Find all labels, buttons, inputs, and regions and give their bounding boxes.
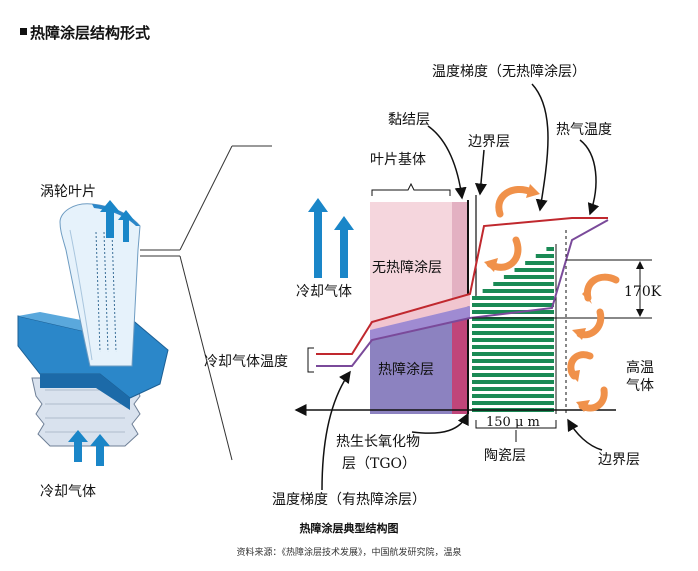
label-blade-substrate: 叶片基体 xyxy=(370,151,426,168)
temp-line-no-tbc xyxy=(316,217,608,355)
leader-gradient-no-tbc xyxy=(531,83,549,212)
label-cooling-gas-left: 冷却气体 xyxy=(296,284,352,300)
swirl-head-3 xyxy=(582,290,592,304)
swirl-head-5 xyxy=(568,370,580,382)
cooling-up-arrow-1 xyxy=(308,198,328,278)
ceramic-stripe xyxy=(472,387,554,391)
ceramic-stripe xyxy=(525,261,554,265)
label-cooling-gas-bottom: 冷却气体 xyxy=(40,484,96,500)
label-boundary-layer-bottom: 边界层 xyxy=(598,452,640,468)
leader-hot-gas-temp xyxy=(579,139,600,216)
label-boundary-layer-top: 边界层 xyxy=(468,134,510,150)
figure-caption: 热障涂层典型结构图 xyxy=(299,522,399,535)
turbine-blade-illustration xyxy=(17,200,169,466)
ceramic-stripe xyxy=(472,380,554,384)
bond-coat-lower xyxy=(452,318,468,414)
ceramic-stripe xyxy=(482,289,554,293)
label-no-tbc: 无热障涂层 xyxy=(372,260,442,276)
ceramic-stripe xyxy=(472,394,554,398)
section-heading: 热障涂层结构形式 xyxy=(20,22,150,43)
label-tgo-2: 层（TGO） xyxy=(342,456,416,472)
label-gradient-with-tbc: 温度梯度（有热障涂层） xyxy=(272,492,426,508)
ceramic-stripe xyxy=(503,275,554,279)
substrate-bracket xyxy=(371,182,451,196)
label-delta-t: 170K xyxy=(624,284,662,300)
ceramic-stripe xyxy=(472,303,554,307)
ceramic-layer xyxy=(470,244,556,414)
temp-line-with-tbc xyxy=(316,219,609,367)
label-gradient-no-tbc: 温度梯度（无热障涂层） xyxy=(432,64,586,80)
label-bond-coat: 黏结层 xyxy=(388,112,430,128)
label-thickness: 150 μ m xyxy=(486,415,540,430)
figure-source: 资料来源：《热障涂层技术发展》，中国航发研究院，温泉 xyxy=(236,548,462,558)
ceramic-stripe xyxy=(472,359,554,363)
swirl-3 xyxy=(583,273,620,302)
label-hot-gas-temperature: 热气温度 xyxy=(556,122,612,138)
ceramic-stripe xyxy=(472,331,554,335)
leader-boundary-top xyxy=(474,149,487,196)
ceramic-stripe xyxy=(472,324,554,328)
label-tgo-1: 热生长氧化物 xyxy=(336,434,420,450)
swirl-head-1 xyxy=(526,184,540,198)
ceramic-stripe xyxy=(493,282,554,286)
ceramic-stripe xyxy=(472,373,554,377)
section-heading-text: 热障涂层结构形式 xyxy=(30,24,151,42)
ceramic-stripe xyxy=(472,345,554,349)
label-cooling-gas-temperature: 冷却气体温度 xyxy=(204,354,288,370)
thickness-bracket xyxy=(475,420,557,429)
ceramic-stripe xyxy=(546,247,554,251)
swirl-head-2 xyxy=(484,258,498,272)
ceramic-stripe xyxy=(535,254,554,258)
ceramic-stripe xyxy=(514,268,554,272)
substrate-tbc-region xyxy=(370,322,452,414)
label-ceramic-layer: 陶瓷层 xyxy=(484,448,526,464)
label-high-temp-gas-2: 气体 xyxy=(626,378,654,394)
gradient-wedge-top xyxy=(370,294,470,330)
swirl-head-6 xyxy=(576,400,590,412)
leader-tgo xyxy=(411,412,469,434)
leader-boundary-bottom xyxy=(567,418,603,451)
zoom-connector xyxy=(140,145,272,461)
bullet-square-icon xyxy=(20,28,27,35)
gradient-wedge-bottom xyxy=(370,306,470,340)
ceramic-stripe xyxy=(472,401,554,405)
leader-bond-coat xyxy=(427,125,467,200)
ceramic-stripe xyxy=(472,317,554,321)
label-high-temp-gas-1: 高温 xyxy=(626,359,654,376)
swirl-1 xyxy=(495,186,536,218)
cooling-temp-bracket xyxy=(307,347,314,373)
ceramic-stripe xyxy=(472,338,554,342)
leader-gradient-with-tbc xyxy=(321,370,351,491)
label-turbine-blade: 涡轮叶片 xyxy=(40,184,96,200)
ceramic-stripe xyxy=(472,296,554,300)
cooling-up-arrow-2 xyxy=(334,216,354,278)
ceramic-stripe xyxy=(472,352,554,356)
ceramic-stripe xyxy=(472,366,554,370)
label-tbc: 热障涂层 xyxy=(378,362,434,378)
swirl-head-4 xyxy=(572,328,586,340)
